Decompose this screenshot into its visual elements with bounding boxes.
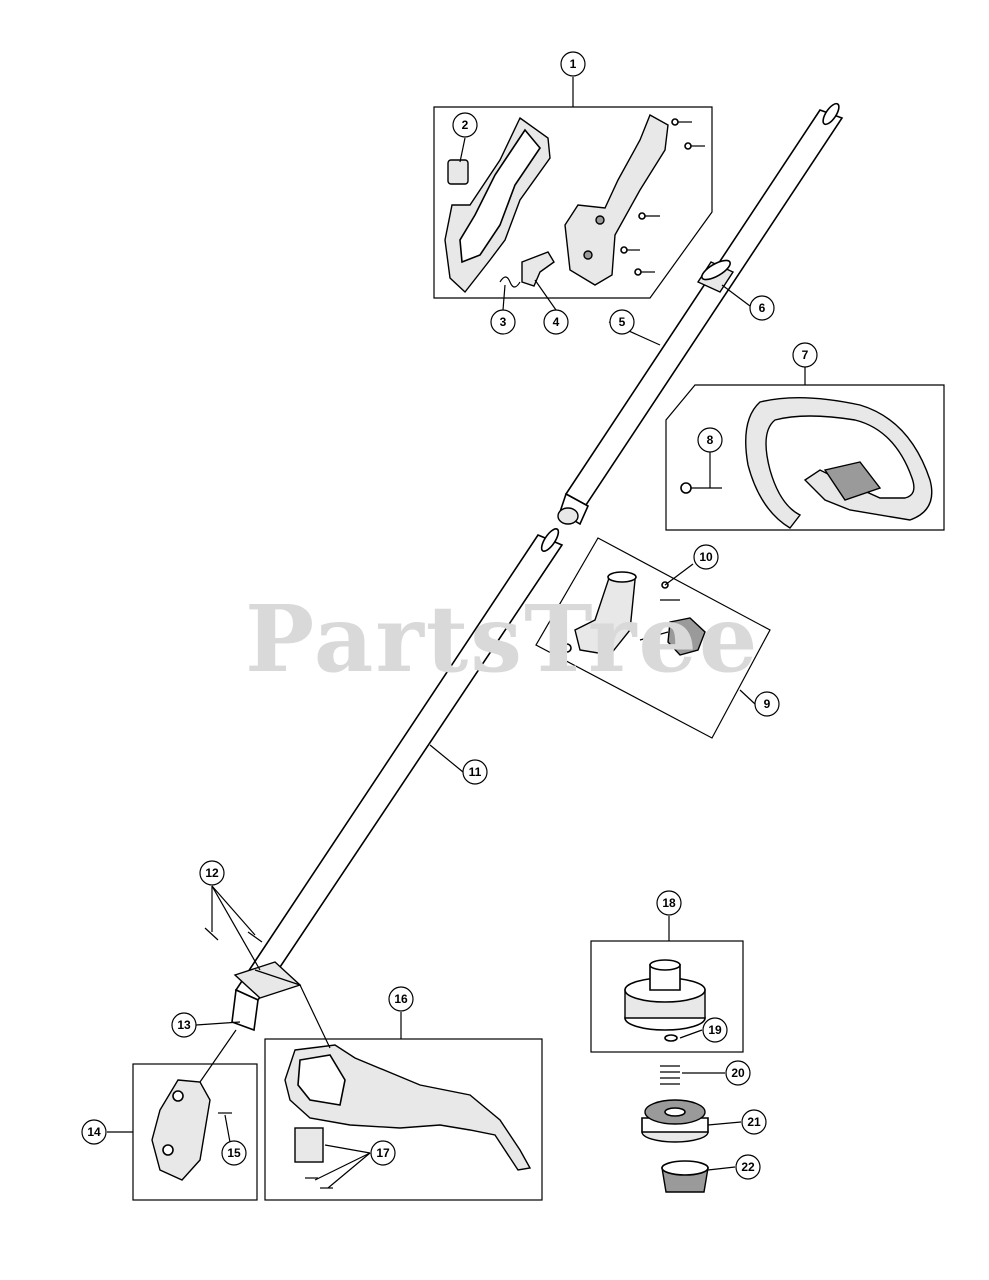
callout-circle-21: [741, 1109, 767, 1135]
callout-circle-11: [462, 759, 488, 785]
callout-6: 6: [759, 301, 766, 315]
callout-17: 17: [376, 1146, 390, 1160]
watermark-text: PartsTree: [245, 585, 760, 693]
callout-9: 9: [764, 697, 771, 711]
box-guard: [264, 1038, 543, 1201]
callout-circle-6: [749, 295, 775, 321]
callout-circle-20: [725, 1060, 751, 1086]
eyelet-part: [664, 1034, 678, 1042]
clamp-part: [562, 571, 706, 656]
callout-11: 11: [469, 765, 482, 779]
box-handle-assembly: [433, 106, 713, 299]
callout-19: 19: [708, 1023, 722, 1037]
callout-5: 5: [619, 315, 626, 329]
callout-circle-4: [543, 309, 569, 335]
callout-8: 8: [707, 433, 714, 447]
handle-screws: [620, 118, 705, 276]
rear-handle-part: [745, 396, 933, 529]
callout-circle-16: [388, 986, 414, 1012]
callout-circle-9: [754, 691, 780, 717]
callout-1: 1: [570, 57, 577, 71]
box-rear-handle: [665, 384, 945, 531]
callout-12: 12: [205, 866, 219, 880]
switch-part: [447, 159, 469, 185]
spool-cover-part: [624, 959, 706, 1031]
guard-part: [284, 1044, 532, 1189]
shaft-clamp-bracket: [204, 927, 302, 1032]
upper-handle-halves: [444, 114, 669, 294]
callout-circle-13: [171, 1012, 197, 1038]
callout-circle-8: [697, 427, 723, 453]
callout-2: 2: [462, 118, 469, 132]
spring-part-20: [660, 1065, 680, 1085]
callout-circle-15: [221, 1140, 247, 1166]
leader-lines: [107, 77, 806, 1189]
callout-15: 15: [227, 1146, 241, 1160]
callout-circle-7: [792, 342, 818, 368]
callout-18: 18: [662, 896, 676, 910]
spool-part: [641, 1099, 709, 1143]
callout-circle-2: [452, 112, 478, 138]
callout-circle-14: [81, 1119, 107, 1145]
gearbox-part: [151, 1079, 232, 1181]
throttle-trigger-part: [521, 251, 555, 287]
callout-circle-22: [735, 1154, 761, 1180]
callout-16: 16: [394, 992, 408, 1006]
bump-knob-part: [661, 1160, 709, 1193]
callout-22: 22: [741, 1160, 755, 1174]
callout-20: 20: [731, 1066, 745, 1080]
handle-bolt-part: [680, 482, 722, 494]
callout-circle-19: [702, 1017, 728, 1043]
callout-circle-12: [199, 860, 225, 886]
callout-circle-3: [490, 309, 516, 335]
spring-part: [499, 276, 521, 288]
callout-4: 4: [553, 315, 560, 329]
box-spool-cover: [590, 940, 744, 1053]
upper-shaft: [557, 102, 844, 526]
callout-7: 7: [802, 348, 809, 362]
callout-circle-10: [693, 544, 719, 570]
callout-10: 10: [699, 550, 713, 564]
callout-circle-5: [609, 309, 635, 335]
callout-circle-17: [370, 1140, 396, 1166]
callout-14: 14: [87, 1125, 101, 1139]
callout-13: 13: [177, 1018, 191, 1032]
callout-3: 3: [500, 315, 507, 329]
callout-21: 21: [747, 1115, 761, 1129]
callout-circle-18: [656, 890, 682, 916]
box-clamp-kit: [535, 537, 771, 739]
callouts: 1 2 3 4 5 6 7 8 9 10 11 12 13 14 15 16 1: [81, 51, 818, 1180]
callout-circle-1: [560, 51, 586, 77]
